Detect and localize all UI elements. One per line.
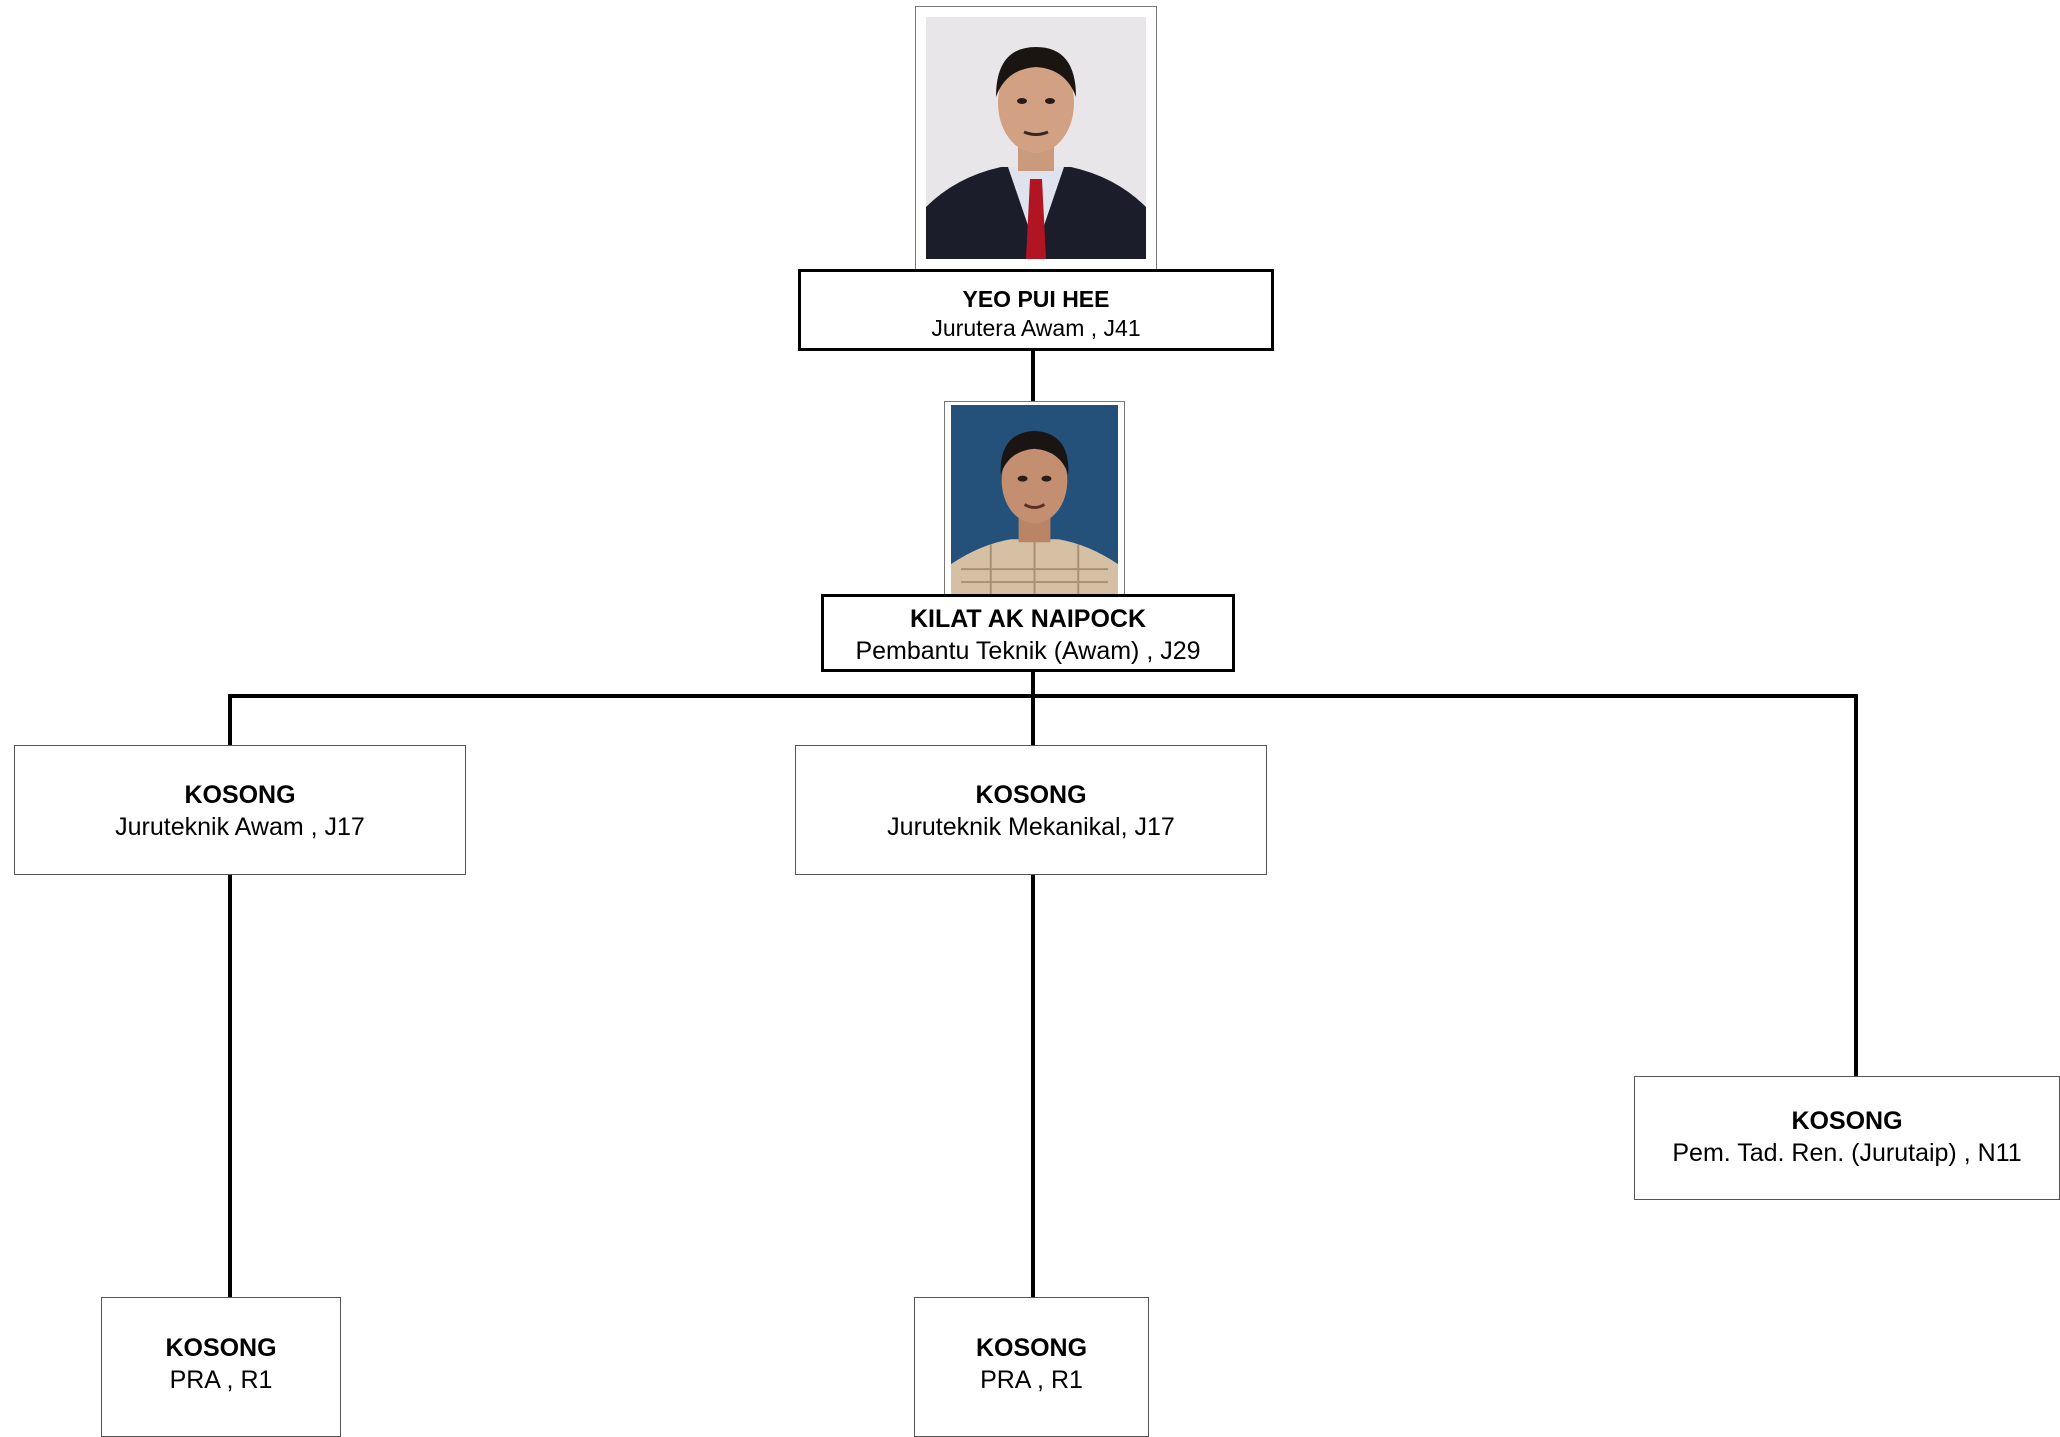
connector-center-bottom [1031, 875, 1035, 1298]
head-photo [915, 6, 1157, 270]
connector-horizontal-bus [228, 694, 1858, 698]
node-title: PRA , R1 [980, 1366, 1083, 1394]
node-title: Pembantu Teknik (Awam) , J29 [855, 637, 1201, 665]
org-node-pra-center: KOSONG PRA , R1 [914, 1297, 1149, 1437]
node-name: KOSONG [1791, 1107, 1903, 1135]
connector-left-bottom [228, 875, 232, 1298]
node-name: KOSONG [975, 781, 1087, 809]
org-node-pra-left: KOSONG PRA , R1 [101, 1297, 341, 1437]
connector-bus-left [228, 694, 232, 747]
person-photo-icon [926, 17, 1146, 259]
node-name: KOSONG [165, 1334, 277, 1362]
node-title: Juruteknik Awam , J17 [115, 813, 365, 841]
org-node-juruteknik-awam: KOSONG Juruteknik Awam , J17 [14, 745, 466, 875]
deputy-photo [944, 401, 1125, 598]
org-node-head: YEO PUI HEE Jurutera Awam , J41 [798, 269, 1274, 351]
connector-bus-center [1031, 694, 1035, 747]
node-title: PRA , R1 [169, 1366, 273, 1394]
connector-deputy-bus [1031, 670, 1035, 700]
node-title: Pem. Tad. Ren. (Jurutaip) , N11 [1672, 1139, 2022, 1167]
node-name: YEO PUI HEE [962, 286, 1110, 312]
node-name: KOSONG [975, 1334, 1088, 1362]
person-photo-icon [951, 405, 1118, 594]
node-name: KILAT AK NAIPOCK [909, 605, 1147, 633]
node-title: Juruteknik Mekanikal, J17 [887, 813, 1175, 841]
node-title: Jurutera Awam , J41 [931, 315, 1141, 342]
org-node-jurutaip: KOSONG Pem. Tad. Ren. (Jurutaip) , N11 [1634, 1076, 2060, 1200]
node-name: KOSONG [184, 781, 296, 809]
org-node-deputy: KILAT AK NAIPOCK Pembantu Teknik (Awam) … [821, 594, 1235, 672]
connector-head-deputy [1031, 350, 1035, 402]
connector-bus-right [1854, 694, 1858, 1076]
org-node-juruteknik-mekanikal: KOSONG Juruteknik Mekanikal, J17 [795, 745, 1267, 875]
